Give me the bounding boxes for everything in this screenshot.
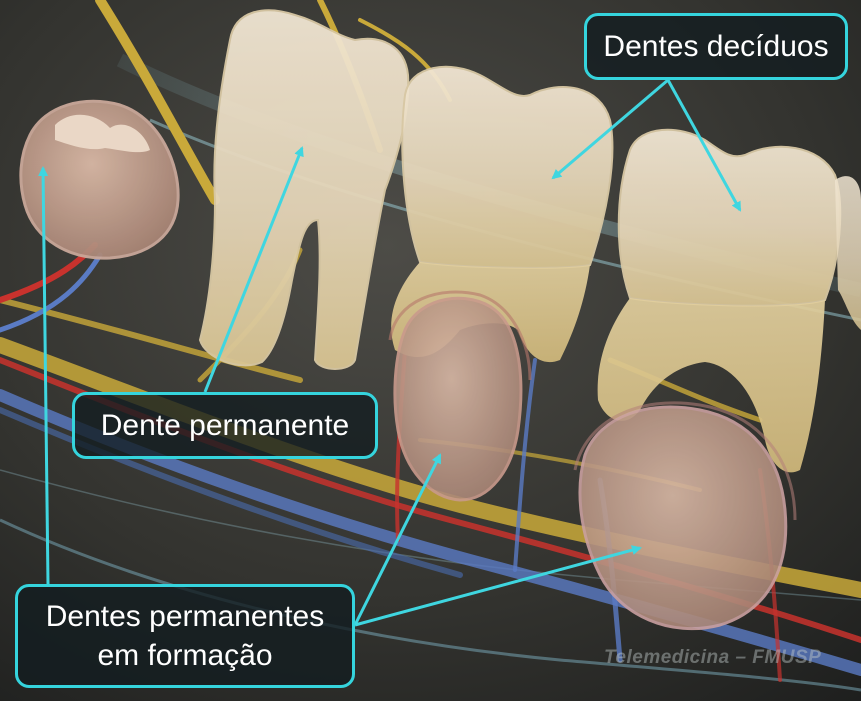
label-forming-teeth: Dentes permanentes em formação bbox=[15, 584, 355, 688]
label-permanent-tooth-text: Dente permanente bbox=[101, 409, 350, 443]
label-deciduous-teeth-text: Dentes decíduos bbox=[603, 30, 828, 64]
watermark: Telemedicina – FMUSP bbox=[604, 647, 821, 669]
label-permanent-tooth: Dente permanente bbox=[72, 392, 378, 459]
label-forming-line1: Dentes permanentes bbox=[46, 597, 325, 636]
label-deciduous-teeth: Dentes decíduos bbox=[584, 13, 848, 80]
label-forming-line2: em formação bbox=[97, 636, 272, 675]
